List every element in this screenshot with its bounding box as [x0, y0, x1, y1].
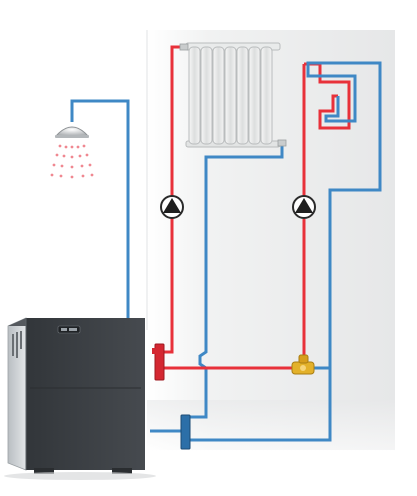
- panel-radiator: [179, 42, 287, 148]
- heat-pump-unit: [4, 317, 156, 480]
- pipe-network: [70, 45, 382, 442]
- shower-water-droplets: [50, 144, 94, 179]
- shower-head-rim: [55, 135, 89, 138]
- three-way-mixing-valve: [291, 354, 315, 375]
- pump-arrow-icon: [295, 198, 313, 213]
- boiler-foot-left: [34, 468, 54, 474]
- radiator-valve-left: [179, 43, 189, 51]
- pipe-hot-water-to-shower: [70, 99, 130, 318]
- radiator-fins: [188, 46, 273, 145]
- boiler-shadow: [4, 472, 156, 480]
- pipe-underfloor-loop-cold: [306, 61, 382, 368]
- circulation-pump-underfloor: [292, 195, 316, 219]
- pipe-underfloor-loop-hot: [304, 62, 351, 130]
- supply-manifold: [152, 343, 165, 381]
- pump-arrow-icon: [163, 198, 181, 213]
- shower-head-dome: [54, 126, 90, 137]
- shower-head: [50, 126, 94, 179]
- radiator-valve-right: [277, 139, 287, 147]
- boiler-side-label: [12, 331, 22, 358]
- pipe-radiator-return: [190, 143, 284, 419]
- return-manifold: [180, 414, 191, 450]
- circulation-pump-radiator: [160, 195, 184, 219]
- boiler-front-panel: [26, 318, 145, 470]
- pipe-underfloor-return: [190, 368, 332, 442]
- boiler-foot-right: [112, 468, 132, 474]
